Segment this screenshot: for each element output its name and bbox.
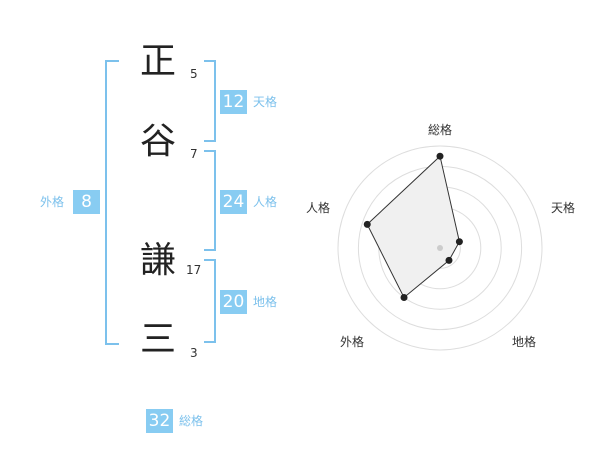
tenkaku-badge: 12 — [220, 90, 247, 114]
radar-ring — [337, 145, 543, 351]
name-char-3: 謙 — [140, 240, 177, 281]
chikaku-label: 地格 — [253, 295, 278, 309]
gaikaku-bracket — [105, 60, 119, 345]
name-char-1: 正 — [140, 41, 177, 82]
name-char-2: 谷 — [140, 121, 177, 162]
gaikaku-label: 外格 — [40, 195, 65, 209]
axis-label-soukaku: 総格 — [428, 122, 452, 137]
axis-label-chikaku: 地格 — [512, 334, 536, 349]
chikaku-bracket — [204, 259, 216, 343]
axis-label-gaikaku: 外格 — [340, 334, 364, 349]
radar-center — [437, 245, 443, 251]
stroke-count-2: 7 — [190, 147, 198, 161]
radar-point — [400, 294, 408, 302]
name-char-4: 三 — [140, 319, 177, 360]
soukaku-badge: 32 — [146, 409, 173, 433]
axis-label-jinkaku: 人格 — [306, 200, 330, 215]
gaikaku-badge: 8 — [73, 190, 100, 214]
axis-label-tenkaku: 天格 — [551, 200, 575, 215]
radar-area — [366, 155, 460, 299]
soukaku-label: 総格 — [179, 414, 204, 428]
jinkaku-label: 人格 — [253, 195, 278, 209]
radar-point — [455, 238, 463, 246]
stroke-count-1: 5 — [190, 67, 198, 81]
jinkaku-badge: 24 — [220, 190, 247, 214]
radar-point — [445, 256, 453, 264]
stroke-count-3: 17 — [186, 263, 202, 277]
tenkaku-label: 天格 — [253, 95, 278, 109]
chikaku-badge: 20 — [220, 290, 247, 314]
jinkaku-bracket — [204, 150, 216, 251]
tenkaku-bracket — [204, 60, 216, 142]
stroke-count-4: 3 — [190, 346, 198, 360]
radar-point — [436, 152, 444, 160]
radar-point — [363, 220, 371, 228]
